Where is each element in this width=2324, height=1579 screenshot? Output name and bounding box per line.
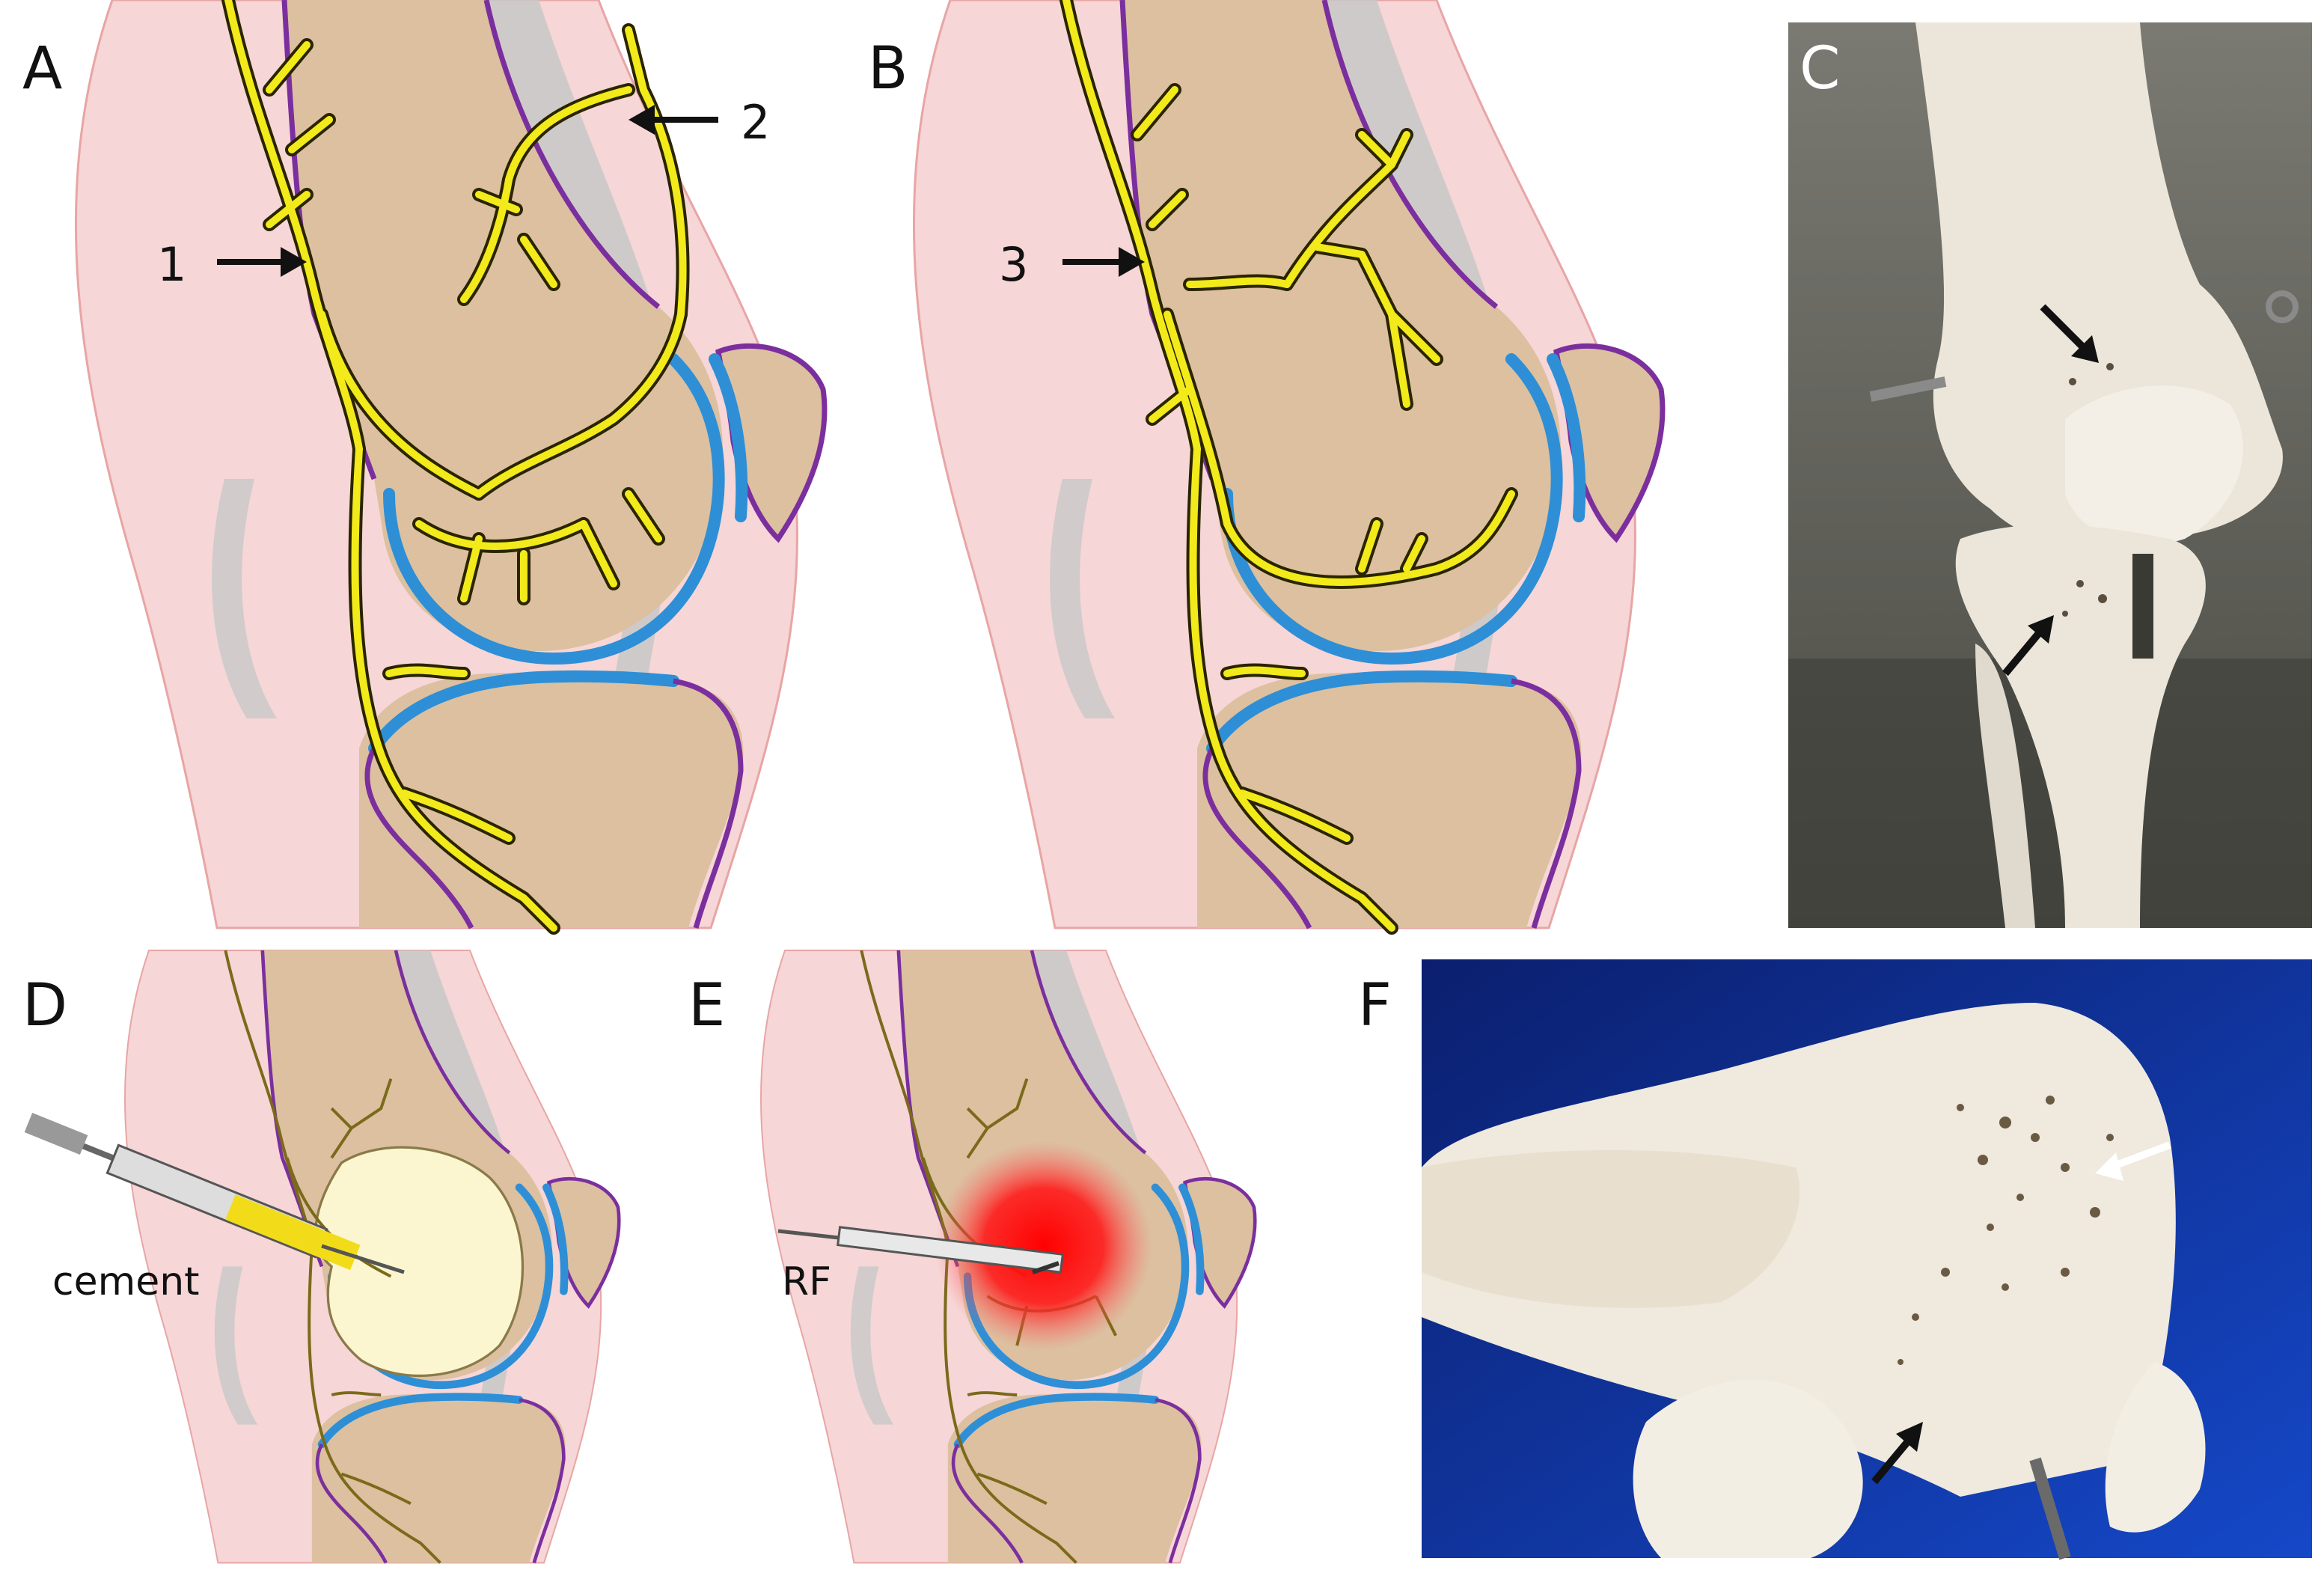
callout-label-2: 2 — [741, 95, 770, 150]
nerve-branches-a — [221, 0, 690, 935]
callout-arrow-2 — [629, 105, 718, 135]
panel-b: B 3 — [868, 0, 1663, 935]
femoral-condyle-model — [1422, 1003, 2176, 1497]
callout-arrow-3 — [1062, 247, 1145, 277]
photo-f-arrow-black — [1871, 1422, 1923, 1485]
panel-b-label: B — [868, 35, 908, 103]
photo-c-arrow-lower — [2002, 615, 2054, 677]
cement-label: cement — [52, 1259, 200, 1304]
foramina-dots-f — [1898, 1096, 2114, 1365]
panel-e: RF E — [688, 950, 1255, 1563]
photo-c-arrow-upper — [2040, 304, 2099, 363]
nerve-branches-b — [1059, 0, 1518, 935]
rf-probe — [777, 1226, 1065, 1274]
panel-f-label: F — [1358, 972, 1392, 1039]
cement-syringe — [24, 1113, 405, 1274]
panel-d: cement D — [22, 950, 619, 1563]
cement-mass — [314, 1146, 525, 1378]
panel-a-label: A — [22, 35, 62, 103]
panel-c-label: C — [1799, 35, 1840, 103]
callout-arrow-1 — [217, 247, 307, 277]
panel-f-photo: F — [1358, 959, 2312, 1560]
callout-label-1: 1 — [157, 237, 186, 292]
panel-c-photo: C — [1788, 22, 2312, 928]
callout-label-3: 3 — [999, 237, 1028, 292]
rf-label: RF — [782, 1259, 831, 1304]
panel-d-label: D — [22, 972, 67, 1039]
panel-a: A 1 2 — [22, 0, 825, 935]
photo-f-arrow-white — [2095, 1141, 2171, 1181]
rf-ablation-zone — [935, 1141, 1152, 1351]
panel-e-label: E — [688, 972, 725, 1039]
